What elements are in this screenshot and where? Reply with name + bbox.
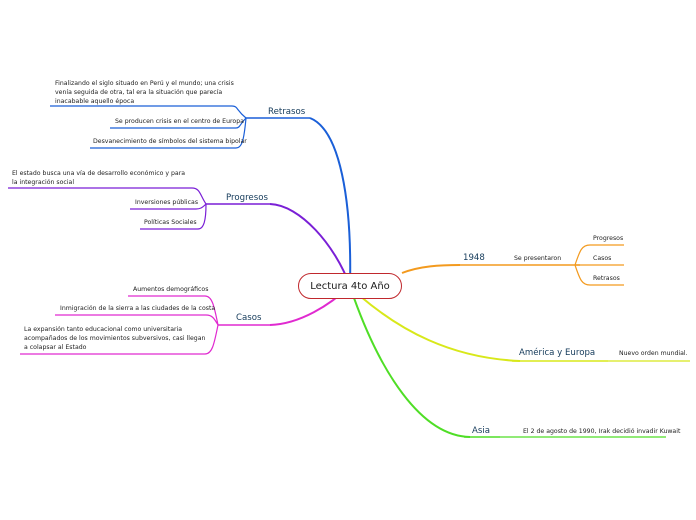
retrasos-item-2[interactable]: Se producen crisis en el centro de Europ… bbox=[115, 118, 244, 125]
y1948-item-2[interactable]: Casos bbox=[593, 255, 612, 262]
america-connectors bbox=[359, 295, 690, 362]
america-item-1[interactable]: Nuevo orden mundial. bbox=[619, 350, 688, 357]
casos-item-2[interactable]: Inmigración de la sierra a las ciudades … bbox=[60, 305, 216, 312]
y1948-subtopic[interactable]: Se presentaron bbox=[514, 255, 562, 262]
branch-america-europa[interactable]: América y Europa bbox=[519, 348, 596, 358]
asia-item-1[interactable]: El 2 de agosto de 1990, Irak decidió inv… bbox=[523, 428, 681, 435]
casos-item-1[interactable]: Aumentos demográficos bbox=[133, 286, 209, 293]
retrasos-item-1[interactable]: Finalizando el siglo situado en Perú y e… bbox=[55, 80, 234, 106]
branch-progresos[interactable]: Progresos bbox=[226, 193, 268, 203]
progresos-item-1[interactable]: El estado busca una vía de desarrollo ec… bbox=[12, 170, 186, 187]
casos-item-3[interactable]: La expansión tanto educacional como univ… bbox=[24, 326, 206, 352]
y1948-connectors bbox=[401, 244, 624, 286]
retrasos-item-3[interactable]: Desvanecimiento de símbolos del sistema … bbox=[93, 138, 247, 145]
branch-retrasos[interactable]: Retrasos bbox=[268, 107, 306, 117]
y1948-item-3[interactable]: Retrasos bbox=[593, 275, 620, 282]
branch-1948[interactable]: 1948 bbox=[463, 253, 485, 263]
progresos-connectors bbox=[8, 187, 351, 287]
retrasos-connectors bbox=[50, 105, 352, 287]
branch-casos[interactable]: Casos bbox=[236, 313, 262, 323]
central-topic[interactable]: Lectura 4to Año bbox=[298, 273, 402, 299]
progresos-item-3[interactable]: Políticas Sociales bbox=[144, 219, 197, 226]
asia-connectors bbox=[353, 297, 666, 438]
central-topic-label: Lectura 4to Año bbox=[310, 280, 390, 292]
branch-asia[interactable]: Asia bbox=[472, 426, 491, 436]
y1948-item-1[interactable]: Progresos bbox=[593, 235, 624, 242]
progresos-item-2[interactable]: Inversiones públicas bbox=[135, 199, 199, 206]
